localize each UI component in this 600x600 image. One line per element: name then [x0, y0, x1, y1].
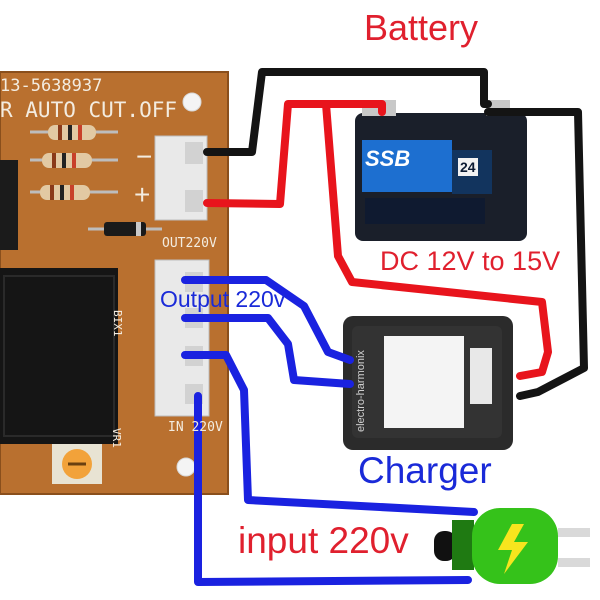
battery-rating: 24 [458, 158, 478, 176]
black-wire-charger-negative [484, 108, 588, 400]
battery [355, 100, 527, 241]
charger-label: Charger [358, 450, 492, 491]
pcb-title: R AUTO CUT.OFF [0, 98, 178, 122]
red-wire-charger-positive [322, 100, 552, 380]
resistor-2 [30, 153, 118, 168]
ic-chip [0, 160, 18, 250]
resistor-3 [30, 185, 118, 200]
out-terminal-block [154, 135, 208, 221]
power-plug [434, 508, 590, 584]
minus-mark: − [136, 141, 152, 172]
black-wire-battery-negative [203, 68, 492, 156]
mount-hole-top [182, 92, 202, 112]
blue-wire-input-2 [194, 392, 472, 586]
blue-wire-input-1 [181, 351, 478, 516]
resistor-1 [30, 125, 118, 140]
charger-brand: electro-harmonix [355, 350, 367, 432]
blue-wire-output-1 [181, 276, 354, 364]
mount-hole-bottom [176, 457, 196, 477]
battery-brand: SSB [365, 146, 411, 171]
pcb-pot-ref: VR1 [110, 428, 123, 448]
pcb-relay-ref: BIX1 [111, 310, 124, 337]
potentiometer [52, 444, 102, 484]
relay [0, 268, 118, 444]
battery-label: Battery [364, 7, 479, 48]
diode [88, 222, 162, 236]
pcb-out-label: OUT220V [162, 236, 217, 251]
plus-mark: + [134, 179, 150, 210]
output-label: Output 220v [160, 286, 286, 312]
input-label: input 220v [238, 520, 409, 561]
blue-wire-output-2 [181, 314, 354, 388]
red-wire-battery-positive [203, 100, 386, 208]
dc-range-label: DC 12V to 15V [380, 246, 561, 276]
pcb-in-label: IN 220V [168, 420, 223, 435]
charger [343, 316, 513, 450]
pcb-part-code: 13-5638937 [0, 76, 103, 96]
in-terminal-block [154, 259, 210, 417]
